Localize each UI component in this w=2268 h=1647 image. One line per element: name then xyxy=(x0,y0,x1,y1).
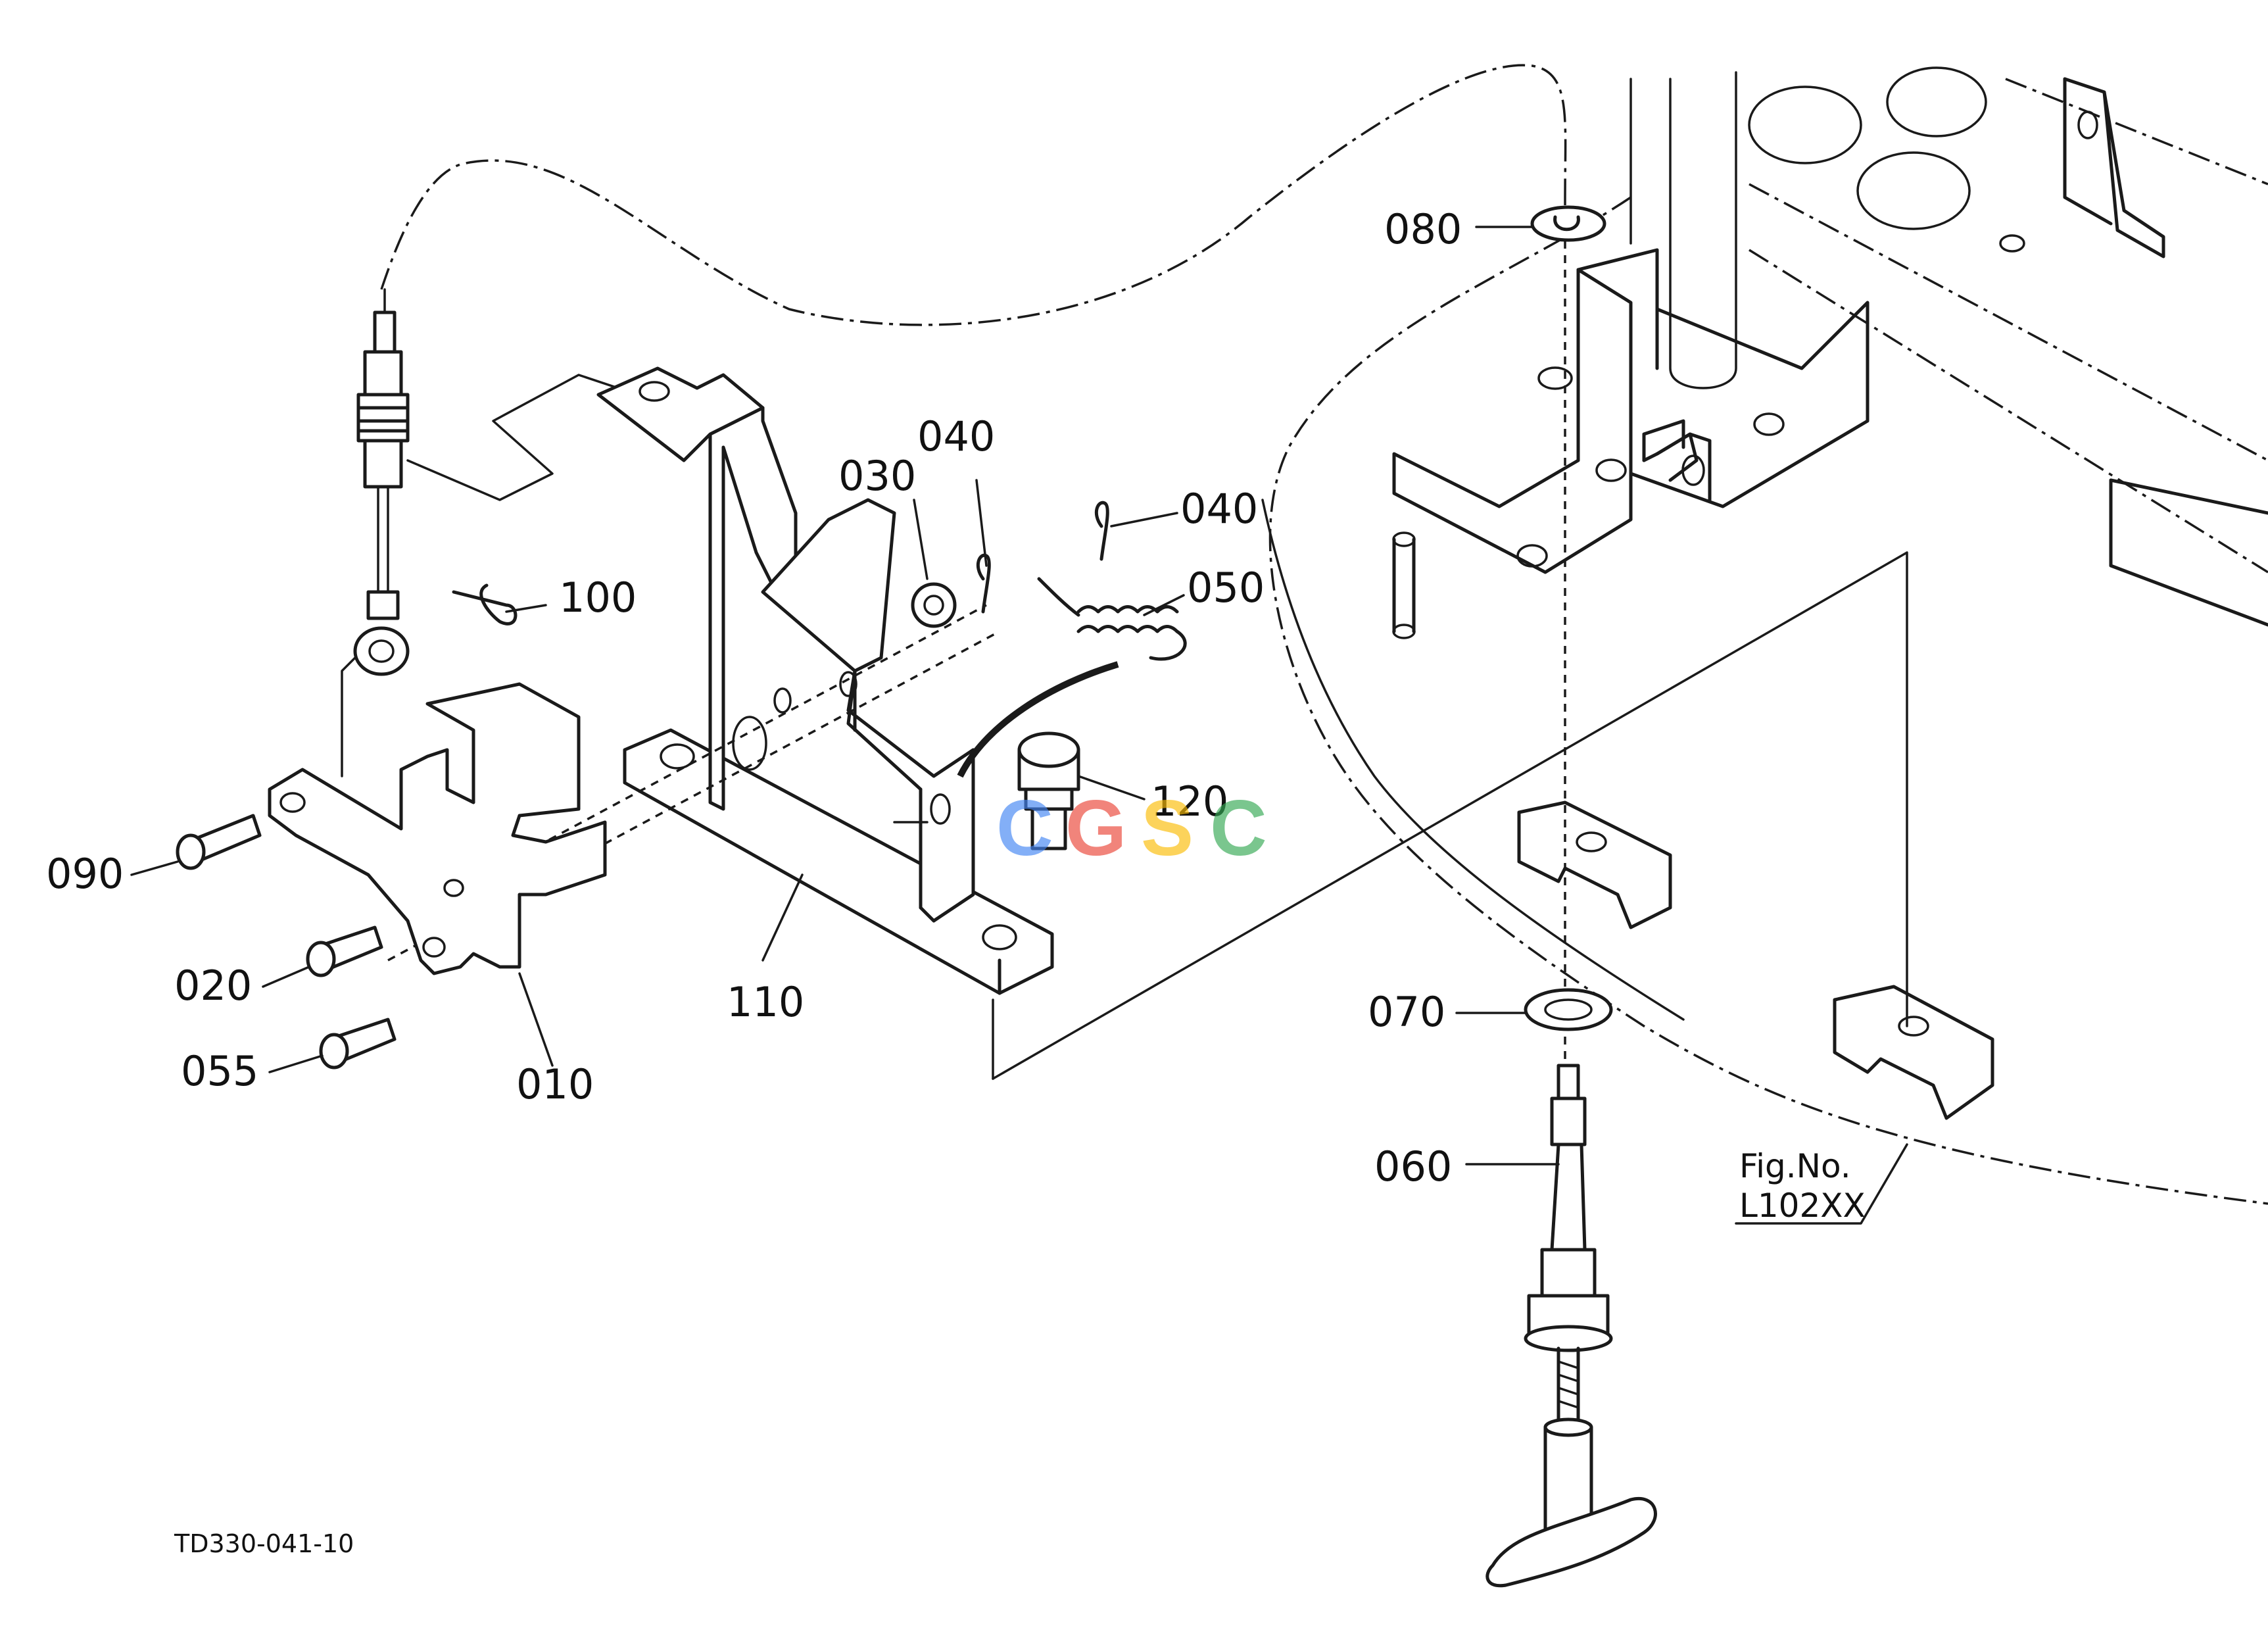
watermark-letter-1: C xyxy=(996,784,1053,872)
label-050: 050 xyxy=(1187,564,1265,612)
label-080: 080 xyxy=(1384,205,1462,253)
leader-lines xyxy=(130,226,1908,1225)
watermark-logo: C G S C xyxy=(996,784,1267,872)
chassis-frame xyxy=(380,64,2268,1205)
watermark-letter-4: C xyxy=(1210,784,1267,872)
label-100: 100 xyxy=(559,574,637,622)
label-110: 110 xyxy=(727,978,804,1026)
label-040-right: 040 xyxy=(1180,485,1258,533)
figure-ref-line1: Fig.No. xyxy=(1739,1147,1851,1185)
label-120: 120 xyxy=(1151,777,1228,825)
label-070: 070 xyxy=(1368,988,1445,1036)
small-parts xyxy=(176,501,1187,1069)
label-090: 090 xyxy=(46,850,124,898)
part-labels: 080 040 030 040 050 100 120 090 020 055 … xyxy=(46,205,1462,1191)
watermark-letter-3: S xyxy=(1141,784,1194,872)
figure-reference: Fig.No. L102XX xyxy=(1739,1147,1866,1225)
label-030: 030 xyxy=(838,452,916,500)
drawing-code: TD330-041-10 xyxy=(174,1529,354,1558)
figure-ref-line2: L102XX xyxy=(1739,1187,1866,1225)
label-040-upper: 040 xyxy=(917,412,995,460)
label-010: 010 xyxy=(516,1060,594,1108)
throttle-cable xyxy=(341,288,659,777)
lever-010 xyxy=(268,682,607,1067)
label-060: 060 xyxy=(1374,1143,1452,1191)
watermark-letter-2: G xyxy=(1065,784,1126,872)
stop-knob-060 xyxy=(1485,197,1657,1588)
bracket-110 xyxy=(387,366,1054,995)
label-055: 055 xyxy=(181,1047,258,1095)
label-020: 020 xyxy=(174,962,252,1010)
